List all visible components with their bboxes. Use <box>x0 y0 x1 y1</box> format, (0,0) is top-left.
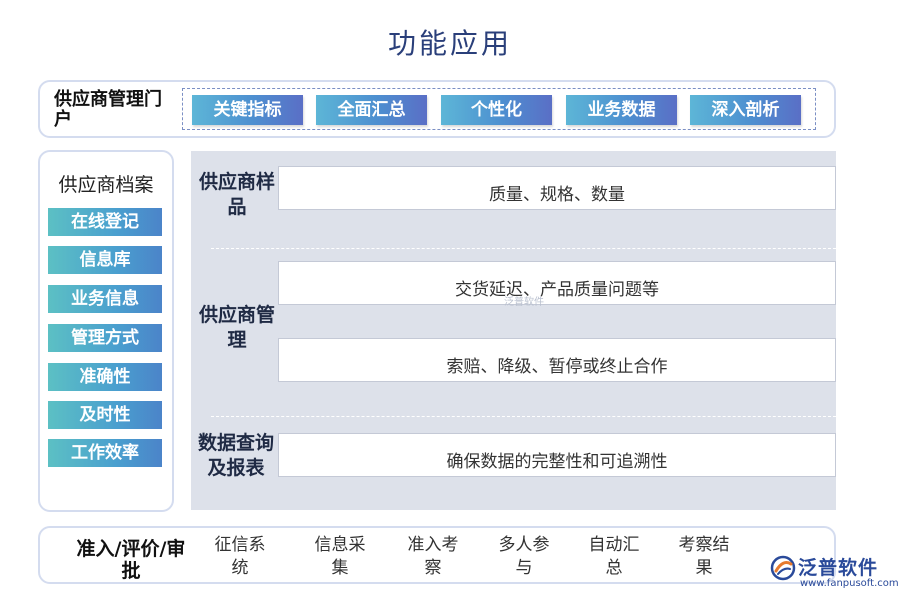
main-function-panel: 供应商样品 质量、规格、数量 供应商管理 交货延迟、产品质量问题等 索赔、降级、… <box>191 151 836 510</box>
archive-item-accuracy[interactable]: 准确性 <box>48 363 162 391</box>
admission-label: 准入/评价/审批 <box>76 538 186 582</box>
section-label-data-query-reports: 数据查询及报表 <box>197 432 274 479</box>
bottom-item-multi-person: 多人参与 <box>498 535 550 578</box>
bottom-item-inspection-results: 考察结果 <box>678 535 730 578</box>
archive-item-info-library[interactable]: 信息库 <box>48 246 162 274</box>
section-label-supplier-samples: 供应商样品 <box>198 171 275 218</box>
bottom-item-info-collection: 信息采集 <box>314 535 366 578</box>
portal-button-deep-analysis[interactable]: 深入剖析 <box>690 95 801 125</box>
bottom-item-credit-system: 征信系统 <box>214 535 266 578</box>
desc-box-claims: 索赔、降级、暂停或终止合作 <box>278 338 836 382</box>
desc-box-delivery-issues: 交货延迟、产品质量问题等 <box>278 261 836 305</box>
archive-item-management-mode[interactable]: 管理方式 <box>48 324 162 352</box>
brand-name: 泛普软件 <box>798 557 879 579</box>
portal-button-key-indicators[interactable]: 关键指标 <box>192 95 303 125</box>
archive-item-business-info[interactable]: 业务信息 <box>48 285 162 313</box>
admission-panel: 准入/评价/审批 征信系统 信息采集 准入考察 多人参与 自动汇总 考察结果 <box>38 526 836 584</box>
brand-url: www.fanpusoft.com <box>800 578 899 589</box>
supplier-portal-panel: 供应商管理门户 关键指标 全面汇总 个性化 业务数据 深入剖析 <box>38 80 836 138</box>
portal-label: 供应商管理门户 <box>54 89 162 130</box>
archive-item-online-registration[interactable]: 在线登记 <box>48 208 162 236</box>
bottom-item-auto-summary: 自动汇总 <box>588 535 640 578</box>
portal-button-business-data[interactable]: 业务数据 <box>566 95 677 125</box>
desc-box-data-integrity: 确保数据的完整性和可追溯性 <box>278 433 836 477</box>
brand-mark-icon <box>770 555 796 581</box>
section-label-supplier-management: 供应商管理 <box>198 304 275 351</box>
desc-box-samples: 质量、规格、数量 <box>278 166 836 210</box>
archive-item-timeliness[interactable]: 及时性 <box>48 401 162 429</box>
section-divider <box>211 416 836 417</box>
portal-button-personalization[interactable]: 个性化 <box>441 95 552 125</box>
archive-title: 供应商档案 <box>58 174 154 196</box>
section-divider <box>211 248 836 249</box>
brand-logo: 泛普软件 www.fanpusoft.com <box>770 553 899 597</box>
page-title: 功能应用 <box>387 27 512 60</box>
portal-button-full-summary[interactable]: 全面汇总 <box>316 95 427 125</box>
portal-button-group: 关键指标 全面汇总 个性化 业务数据 深入剖析 <box>182 88 816 130</box>
supplier-archive-panel: 供应商档案 在线登记 信息库 业务信息 管理方式 准确性 及时性 工作效率 <box>38 150 174 512</box>
watermark-logo: 泛普软件 <box>504 297 544 308</box>
archive-item-work-efficiency[interactable]: 工作效率 <box>48 439 162 467</box>
bottom-item-admission-inspection: 准入考察 <box>407 535 459 578</box>
